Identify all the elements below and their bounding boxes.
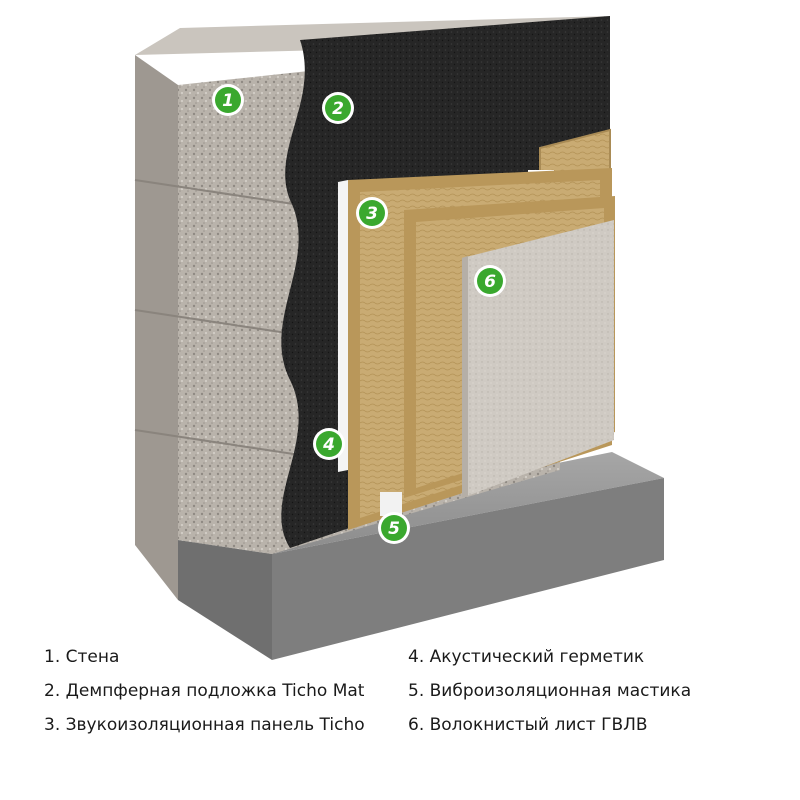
legend-column-left: 1. Стена 2. Демпферная подложка Ticho Ma… [44,640,365,742]
legend-item-4: 4. Акустический герметик [408,647,645,667]
legend-column-right: 4. Акустический герметик 5. Виброизоляци… [408,640,691,742]
legend-item-2: 2. Демпферная подложка Ticho Mat [44,681,365,701]
legend-item-6: 6. Волокнистый лист ГВЛВ [408,715,648,735]
legend-item-5: 5. Виброизоляционная мастика [408,681,692,701]
callout-number: 6 [484,272,496,292]
callout-marker-1: 1 [212,84,244,116]
callout-number: 4 [322,435,335,455]
sealant-strip [338,180,348,472]
callout-number: 3 [366,204,378,224]
callout-number: 2 [332,99,344,119]
callout-marker-2: 2 [322,92,354,124]
callout-marker-4: 4 [313,428,345,460]
callout-marker-3: 3 [356,197,388,229]
legend-item-3: 3. Звукоизоляционная панель Ticho [44,715,365,735]
legend-item-1: 1. Стена [44,647,120,667]
callout-number: 1 [222,91,234,111]
callout-marker-6: 6 [474,265,506,297]
callout-number: 5 [388,519,400,539]
callout-marker-5: 5 [378,512,410,544]
